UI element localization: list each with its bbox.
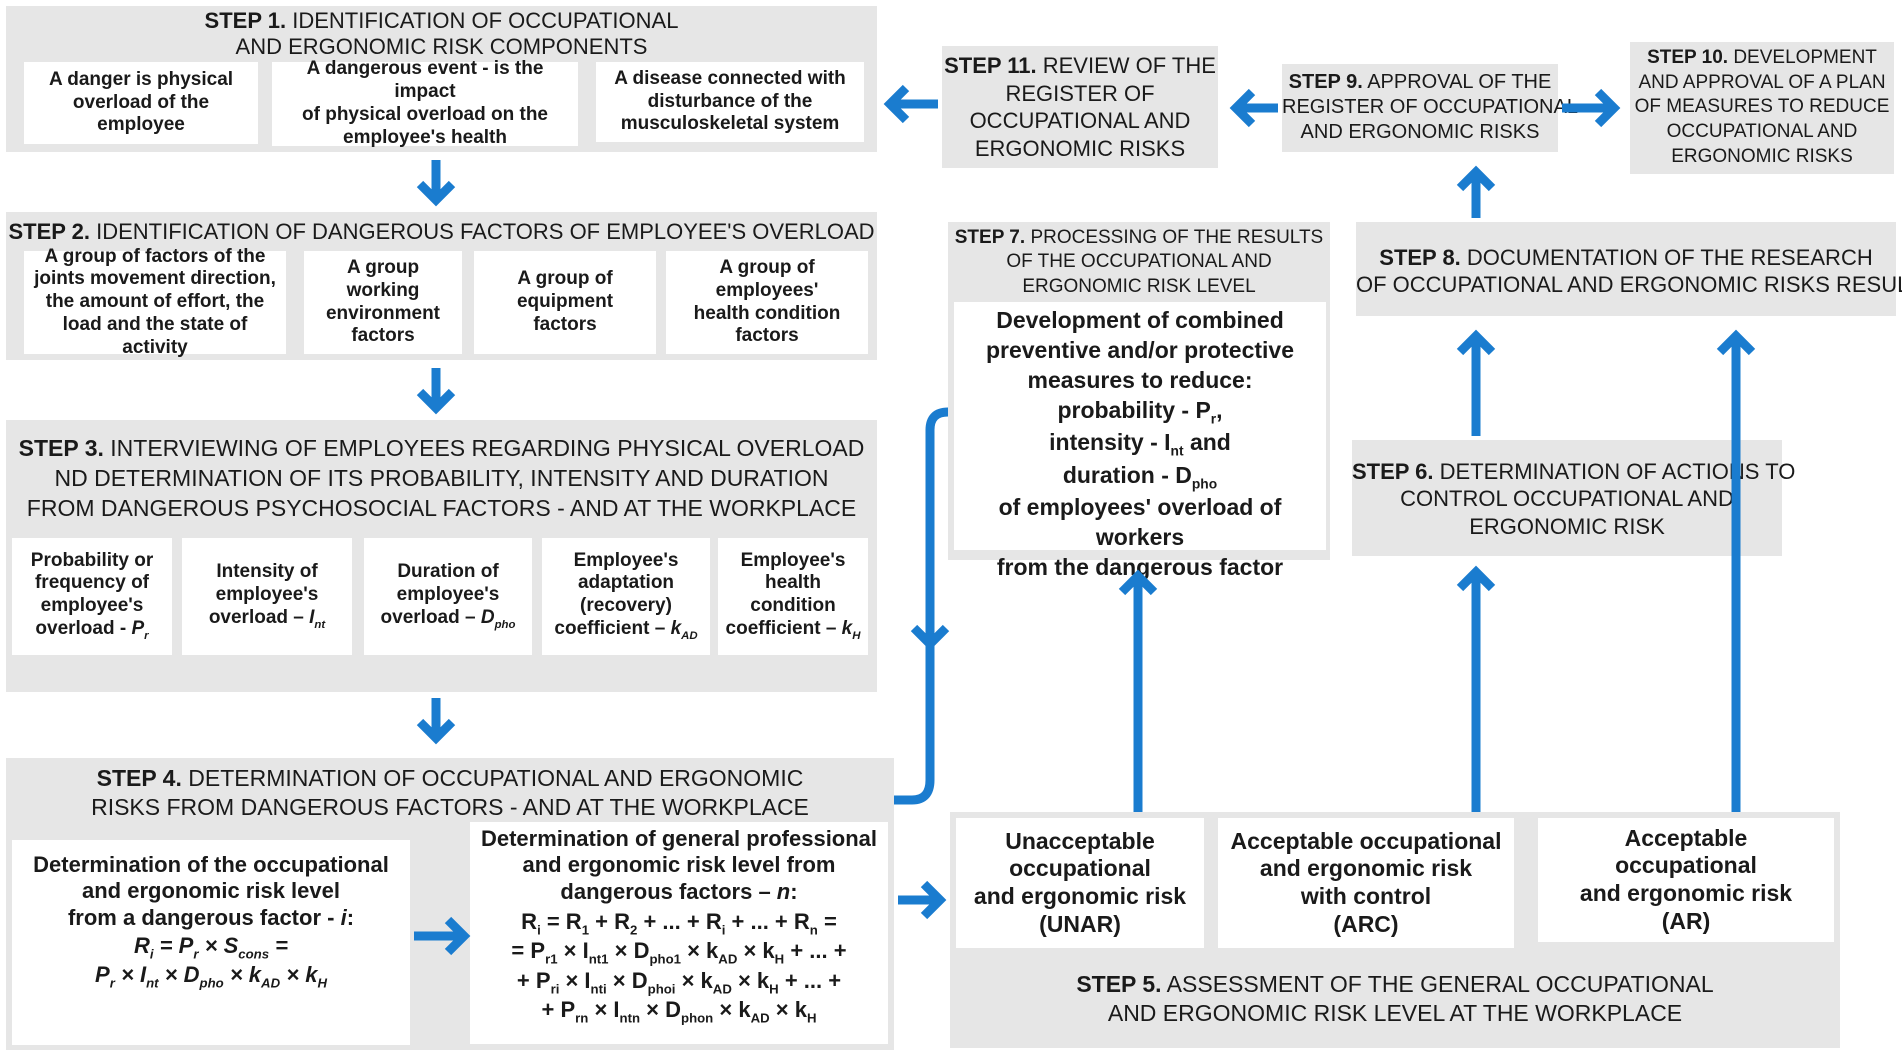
arrow-step4-bracket	[894, 407, 949, 805]
step4-box-single-risk: Determination of the occupational and er…	[12, 840, 410, 1045]
arrow-step4-to-step5	[898, 880, 947, 920]
step7-title: STEP 7. PROCESSING OF THE RESULTS OF THE…	[954, 227, 1324, 297]
formula-line: + Prn × Intn × Dphon × kAD × kH	[541, 996, 817, 1026]
step5-title: STEP 5. ASSESSMENT OF THE GENERAL OCCUPA…	[1076, 971, 1714, 1027]
step6-panel	[1352, 440, 1782, 556]
step11-panel	[942, 46, 1218, 168]
arrow-ar-to-step8	[1716, 329, 1756, 812]
step9-panel	[1282, 64, 1558, 152]
arrow-step11-to-step1	[883, 84, 938, 124]
step7-box-measures: Development of combined preventive and/o…	[954, 302, 1326, 580]
arrow-step3-to-step4	[416, 698, 456, 745]
step10-title: STEP 10. DEVELOPMENT AND APPROVAL OF A P…	[1634, 47, 1890, 167]
step4-title: STEP 4. DETERMINATION OF OCCUPATIONAL AN…	[91, 765, 809, 821]
arrow-step2-to-step3	[416, 368, 456, 415]
arrow-step9-to-step11	[1229, 88, 1278, 128]
arrow-step1-to-step2	[416, 160, 456, 207]
step3-title: STEP 3. INTERVIEWING OF EMPLOYEES REGARD…	[18, 435, 865, 521]
step4-box-general-risk: Determination of general professional an…	[470, 822, 888, 1044]
arrow-unar-to-step7	[1118, 569, 1158, 812]
formula-line: = Pr1 × Int1 × Dpho1 × kAD × kH + ... +	[511, 938, 847, 967]
arrow-step8-to-step9	[1456, 165, 1496, 218]
formula-line: Ri = R1 + R2 + ... + Ri + ... + Rn =	[521, 909, 837, 938]
formula-line: + Pri × Inti × Dphoi × kAD × kH + ... +	[516, 967, 842, 997]
step4-general-formula: Ri = R1 + R2 + ... + Ri + ... + Rn == Pr…	[476, 909, 882, 1026]
step11-title: STEP 11. REVIEW OF THE REGISTER OF OCCUP…	[944, 53, 1216, 162]
step2-title: STEP 2. IDENTIFICATION OF DANGEROUS FACT…	[8, 219, 875, 244]
arrow-step4-inner	[414, 916, 471, 956]
arrow-step6-to-step8	[1456, 329, 1496, 436]
step1-title: STEP 1. IDENTIFICATION OF OCCUPATIONAL A…	[204, 8, 679, 60]
arrow-step9-to-step10	[1562, 88, 1621, 128]
step9-title: STEP 9. APPROVAL OF THE REGISTER OF OCCU…	[1282, 71, 1578, 144]
step10-panel	[1630, 42, 1894, 174]
step8-panel	[1356, 222, 1896, 316]
step8-title: STEP 8. DOCUMENTATION OF THE RESEARCH OF…	[1356, 245, 1902, 298]
arrow-arc-to-step6	[1456, 565, 1496, 812]
arrow-bracket-down	[910, 600, 950, 651]
